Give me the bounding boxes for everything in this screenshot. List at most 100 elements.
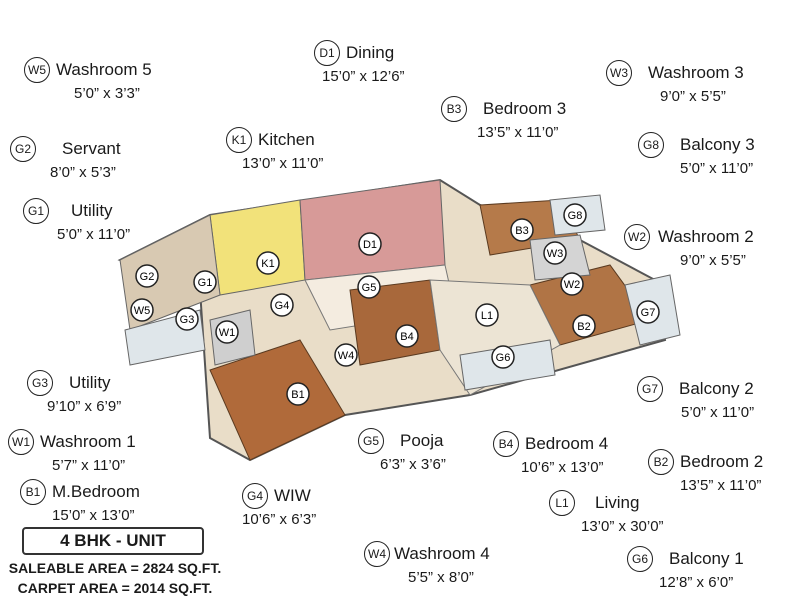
plan-marker-d1: D1 xyxy=(358,232,382,256)
room-code-badge: G2 xyxy=(10,136,36,162)
room-dimensions: 13’5” x 11’0” xyxy=(680,477,762,494)
room-dimensions: 13’5” x 11’0” xyxy=(477,124,559,141)
room-code-badge: B3 xyxy=(441,96,467,122)
room-name: Washroom 1 xyxy=(40,432,136,451)
plan-marker-g6: G6 xyxy=(491,345,515,369)
svg-text:B2: B2 xyxy=(577,321,590,333)
plan-marker-g7: G7 xyxy=(636,300,660,324)
svg-text:D1: D1 xyxy=(363,239,377,251)
svg-text:L1: L1 xyxy=(481,310,493,322)
svg-text:G8: G8 xyxy=(568,210,583,222)
room-label-bedroom-2: B2 Bedroom 2 13’5” x 11’0” xyxy=(648,449,763,494)
room-name: Bedroom 2 xyxy=(680,452,764,471)
room-dimensions: 8’0” x 5’3” xyxy=(50,164,116,181)
room-name: Washroom 3 xyxy=(648,63,744,82)
room-dimensions: 5’7” x 11’0” xyxy=(52,457,126,474)
plan-marker-g8: G8 xyxy=(563,203,587,227)
plan-marker-g4: G4 xyxy=(270,293,294,317)
plan-marker-w1: W1 xyxy=(215,320,239,344)
room-dimensions: 10’6” x 6’3” xyxy=(242,511,317,528)
plan-marker-b2: B2 xyxy=(572,314,596,338)
room-label-washroom-1: W1 Washroom 1 5’7” x 11’0” xyxy=(8,429,136,474)
saleable-area: SALEABLE AREA = 2824 SQ.FT. xyxy=(8,560,222,576)
plan-marker-g1: G1 xyxy=(193,270,217,294)
svg-text:W4: W4 xyxy=(338,350,355,362)
room-name: Living xyxy=(595,493,640,512)
svg-text:G6: G6 xyxy=(496,352,511,364)
room-dimensions: 5’0” x 11’0” xyxy=(680,160,754,177)
svg-text:W2: W2 xyxy=(564,279,581,291)
room-code-badge: W3 xyxy=(606,60,632,86)
room-code-badge: W1 xyxy=(8,429,34,455)
room-name: Balcony 1 xyxy=(669,549,744,568)
room-dimensions: 10’6” x 13’0” xyxy=(521,459,604,476)
room-name: Pooja xyxy=(400,431,444,450)
svg-text:G7: G7 xyxy=(641,307,656,319)
room-code-badge: G8 xyxy=(638,132,664,158)
svg-text:K1: K1 xyxy=(261,258,274,270)
plan-marker-g3: G3 xyxy=(175,307,199,331)
room-label-kitchen: K1 Kitchen 13’0” x 11’0” xyxy=(226,127,323,172)
plan-marker-w2: W2 xyxy=(560,272,584,296)
unit-type-box: 4 BHK - UNIT xyxy=(22,527,204,555)
svg-text:W3: W3 xyxy=(547,248,564,260)
room-code-badge: D1 xyxy=(314,40,340,66)
room-label-wiw: G4 WIW 10’6” x 6’3” xyxy=(242,483,316,528)
room-dimensions: 15’0” x 13’0” xyxy=(52,507,135,524)
room-label-balcony-3: G8 Balcony 3 5’0” x 11’0” xyxy=(638,132,755,177)
dining-wall-area xyxy=(299,179,446,281)
plan-marker-b3: B3 xyxy=(510,218,534,242)
svg-text:B3: B3 xyxy=(515,225,528,237)
room-dimensions: 5’0” x 3’3” xyxy=(74,85,140,102)
room-name: Balcony 2 xyxy=(679,379,754,398)
carpet-area: CARPET AREA = 2014 SQ.FT. xyxy=(17,580,213,596)
room-name: Washroom 2 xyxy=(658,227,754,246)
room-code-badge: B4 xyxy=(493,431,519,457)
room-name: Washroom 4 xyxy=(394,544,490,563)
room-name: Kitchen xyxy=(258,130,315,149)
room-dimensions: 5’0” x 11’0” xyxy=(681,404,755,421)
kitchen-area xyxy=(209,199,306,296)
room-code-badge: B1 xyxy=(20,479,46,505)
room-code-badge: B2 xyxy=(648,449,674,475)
room-dimensions: 9’0” x 5’5” xyxy=(680,252,746,269)
svg-text:G2: G2 xyxy=(140,271,155,283)
plan-marker-g2: G2 xyxy=(135,264,159,288)
room-dimensions: 13’0” x 30’0” xyxy=(581,518,664,535)
room-code-badge: G1 xyxy=(23,198,49,224)
room-code-badge: G4 xyxy=(242,483,268,509)
room-name: Balcony 3 xyxy=(680,135,755,154)
plan-marker-l1: L1 xyxy=(475,303,499,327)
room-name: WIW xyxy=(274,486,311,505)
room-label-bedroom-3: B3 Bedroom 3 13’5” x 11’0” xyxy=(441,96,566,141)
plan-marker-g5: G5 xyxy=(357,275,381,299)
room-dimensions: 5’5” x 8’0” xyxy=(408,569,474,586)
room-code-badge: G5 xyxy=(358,428,384,454)
plan-marker-b4: B4 xyxy=(395,324,419,348)
room-dimensions: 15’0” x 12’6” xyxy=(322,68,405,85)
plan-marker-k1: K1 xyxy=(256,251,280,275)
master-bedroom-floor xyxy=(209,339,346,461)
svg-text:W5: W5 xyxy=(134,305,151,317)
svg-text:G5: G5 xyxy=(362,282,377,294)
room-name: Bedroom 3 xyxy=(483,99,567,118)
room-dimensions: 13’0” x 11’0” xyxy=(242,155,324,172)
room-code-badge: K1 xyxy=(226,127,252,153)
room-name: Utility xyxy=(71,201,113,220)
room-dimensions: 6’3” x 3’6” xyxy=(380,456,446,473)
room-dimensions: 9’0” x 5’5” xyxy=(660,88,726,105)
svg-text:W1: W1 xyxy=(219,327,236,339)
